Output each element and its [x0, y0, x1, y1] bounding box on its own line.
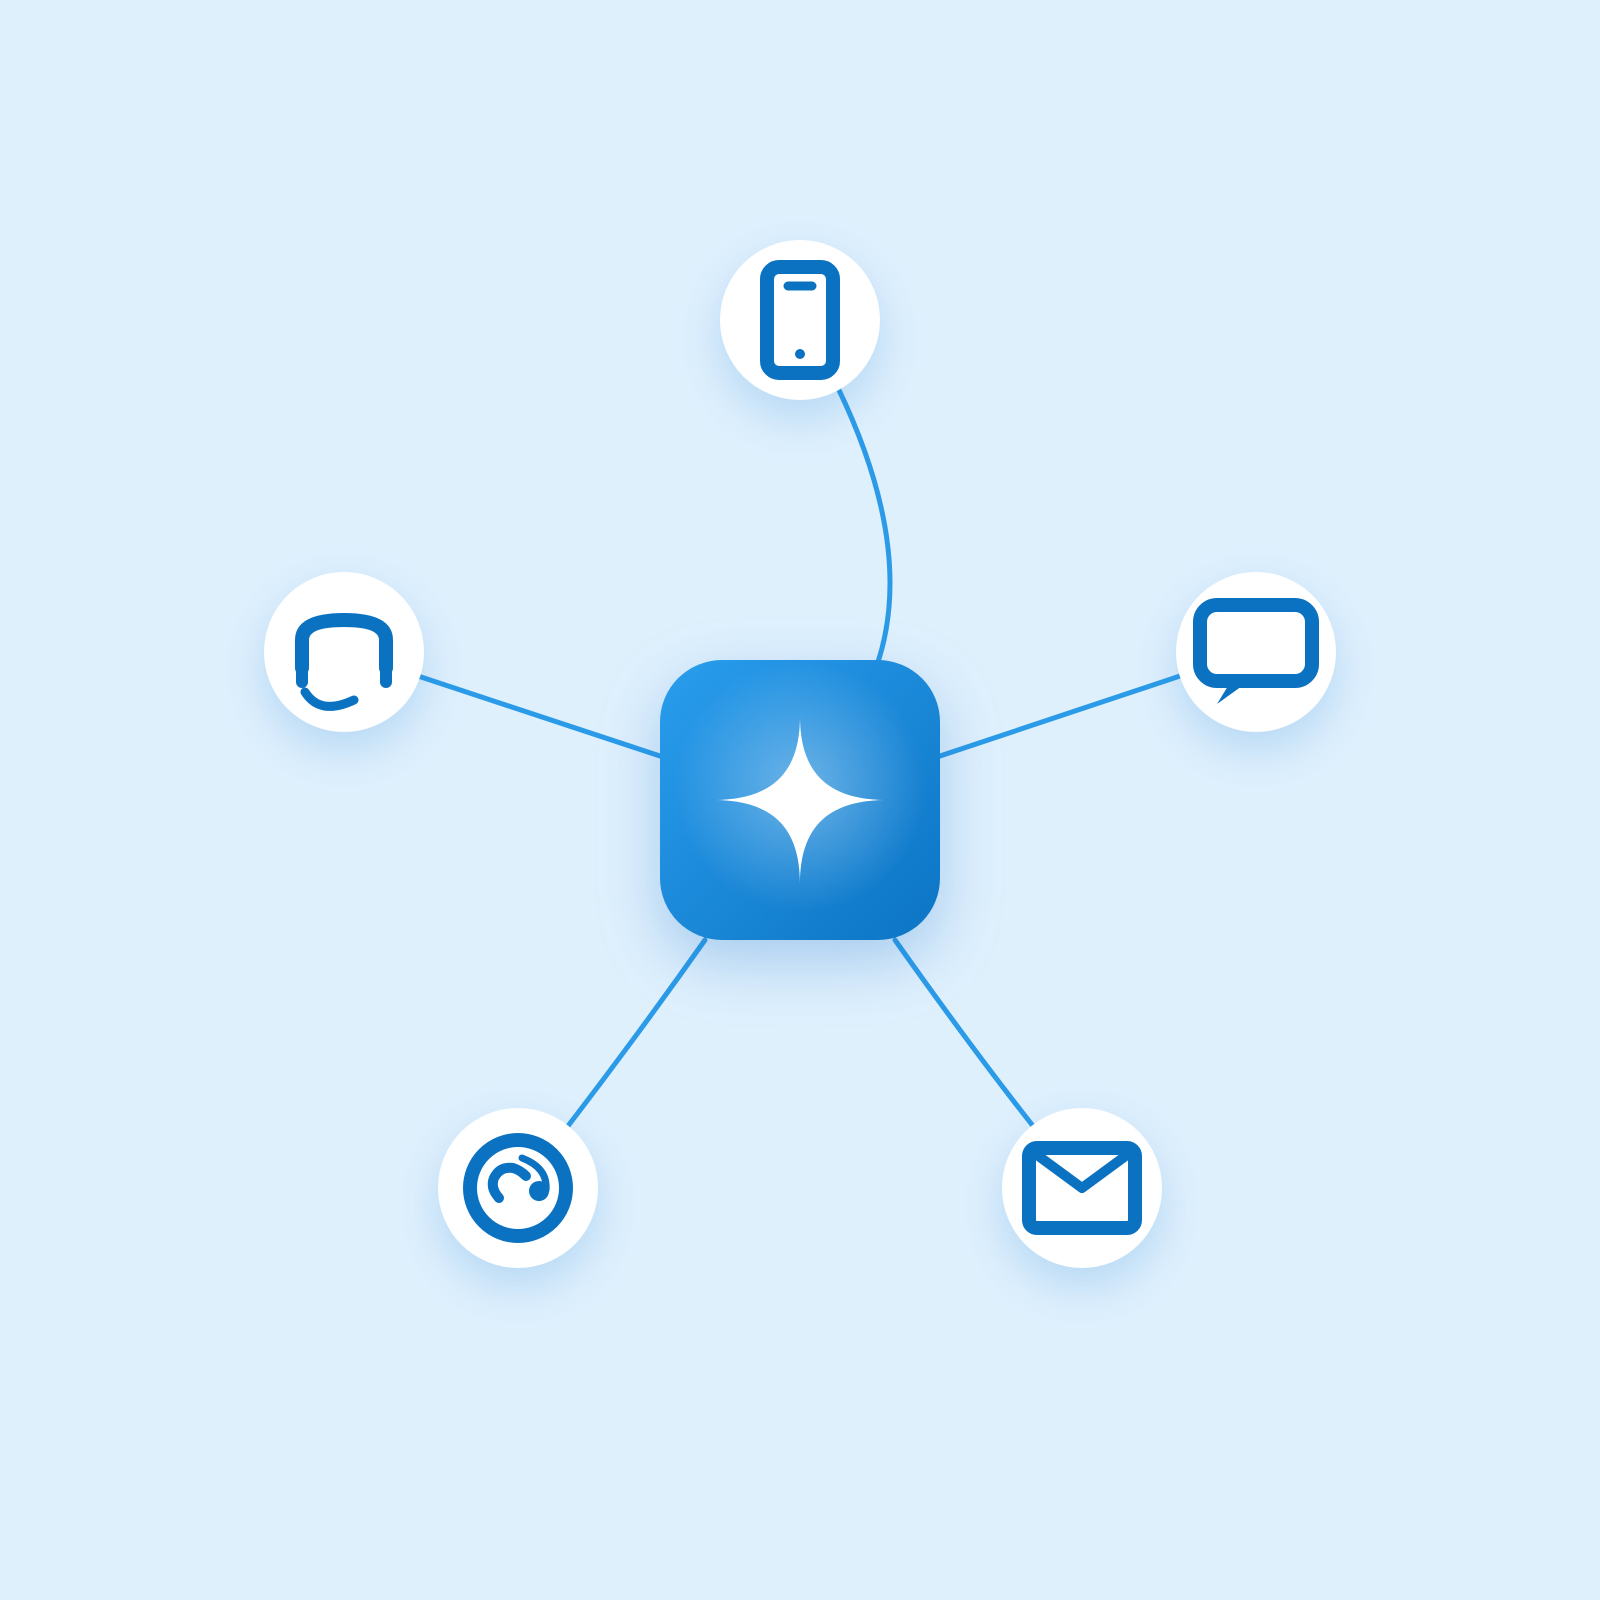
hub[interactable]: [660, 660, 940, 940]
node-support[interactable]: [264, 572, 424, 732]
connector-email: [892, 937, 1036, 1129]
connector-chat: [937, 673, 1183, 759]
envelope-icon: [1022, 1141, 1142, 1235]
node-chat[interactable]: [1176, 572, 1336, 732]
node-mobile[interactable]: [720, 240, 880, 400]
connector-whatsapp: [565, 937, 708, 1129]
chat-bubble-icon: [1193, 598, 1319, 688]
connectors: [415, 385, 1183, 1129]
connector-support: [415, 673, 663, 759]
connector-mobile: [835, 385, 893, 665]
whatsapp-icon: [463, 1133, 573, 1243]
headset-icon: [295, 613, 393, 711]
node-email[interactable]: [1002, 1108, 1162, 1268]
smartphone-icon: [760, 260, 840, 380]
node-whatsapp[interactable]: [438, 1108, 598, 1268]
sparkle-icon: [716, 716, 884, 884]
